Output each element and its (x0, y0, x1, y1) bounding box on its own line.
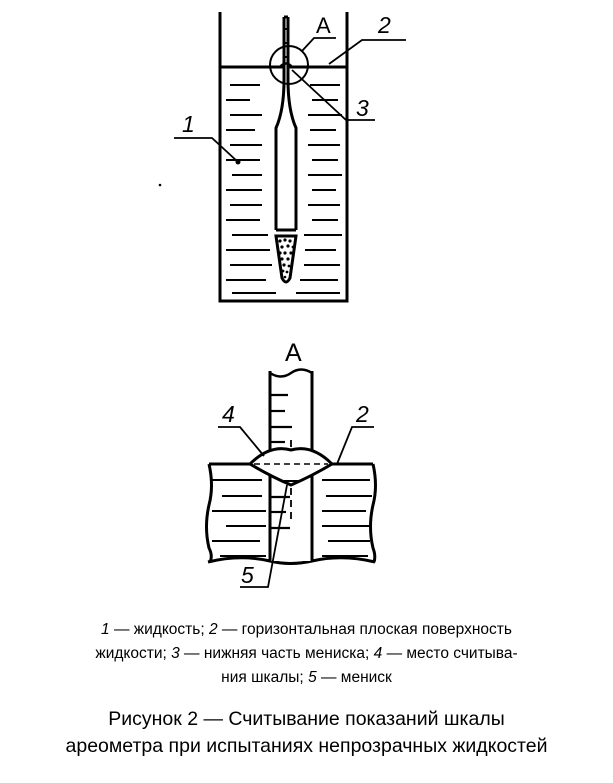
label-5: 5 (241, 562, 254, 588)
detail-circle (269, 45, 309, 85)
meniscus-small (279, 62, 293, 68)
label-2-top: 2 (377, 12, 391, 38)
caption-line-1: Рисунок 2 — Считывание показаний шкалы (108, 708, 505, 730)
label-3: 3 (356, 95, 369, 121)
detail-right-edge (369, 463, 377, 563)
ballast-shot (278, 238, 295, 279)
legend-line-2: жидкости; 3 — нижняя часть мениска; 4 — … (95, 645, 518, 662)
label-1: 1 (182, 111, 195, 137)
detail-stem-scale (271, 393, 292, 530)
stray-dot (158, 183, 162, 187)
label-2-detail: 2 (355, 401, 369, 427)
detail-bottom (207, 556, 376, 565)
hydrometer-stem-scale (284, 28, 288, 58)
label-detail-A-title: A (285, 339, 302, 367)
label-4: 4 (222, 401, 235, 427)
legend-line-3: ния шкалы; 5 — мениск (221, 669, 392, 686)
hydrometer-bulb (274, 234, 298, 284)
liquid-point-dot (235, 159, 241, 165)
figure-legend: 1 — жидкость; 2 — горизонтальная плоская… (20, 618, 593, 690)
detail-hatching (212, 479, 372, 557)
leader-lines (174, 37, 406, 163)
detail-view: A (205, 339, 377, 588)
caption-line-2: ареометра при испытаниях непрозрачных жи… (65, 735, 548, 757)
detail-meniscus (247, 447, 335, 487)
figure-caption: Рисунок 2 — Считывание показаний шкалы а… (10, 706, 603, 760)
stem-top-break (269, 368, 313, 378)
detail-leaders (218, 426, 374, 588)
legend-line-1: 1 — жидкость; 2 — горизонтальная плоская… (101, 621, 512, 638)
hydrometer-diagram: A 2 3 1 A (158, 12, 406, 588)
label-detail-A: A (316, 13, 331, 38)
detail-left-edge (205, 463, 213, 563)
cylinder-view: A 2 3 1 (158, 12, 406, 303)
liquid-hatching (226, 84, 342, 294)
